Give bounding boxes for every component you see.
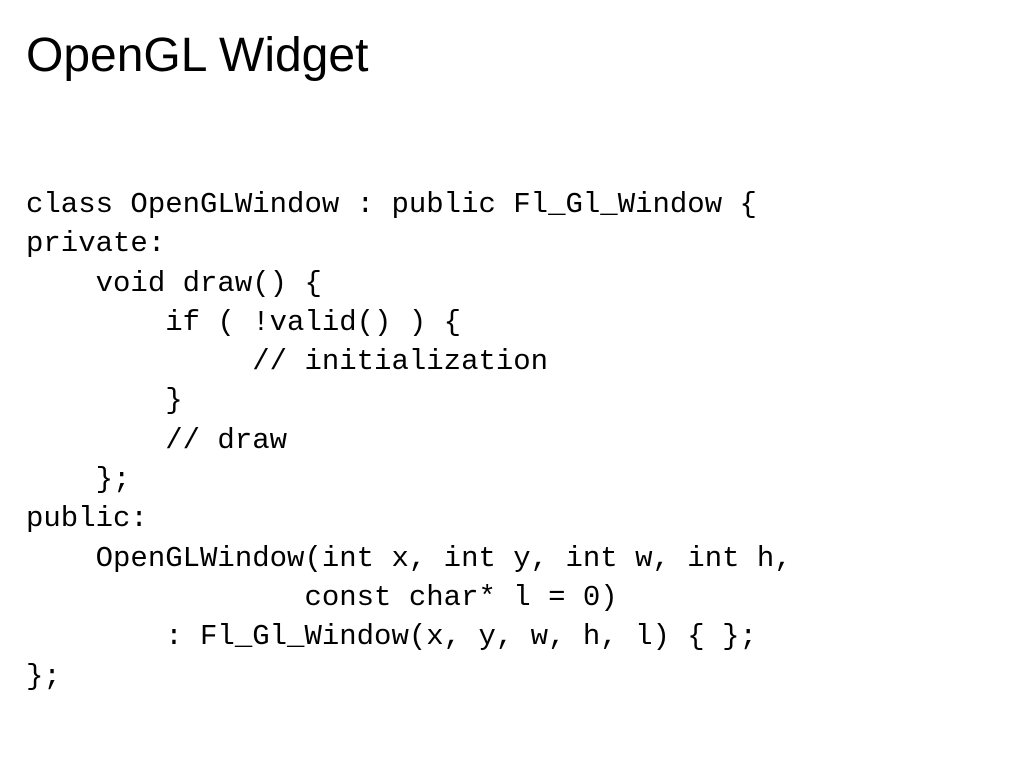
- code-line: };: [26, 659, 61, 693]
- code-line: }: [26, 384, 183, 418]
- code-line: private:: [26, 227, 166, 261]
- code-line: : Fl_Gl_Window(x, y, w, h, l) { };: [26, 620, 757, 654]
- code-line: class OpenGLWindow : public Fl_Gl_Window…: [26, 188, 757, 221]
- code-line: };: [26, 463, 131, 497]
- code-line: // initialization: [26, 345, 549, 379]
- code-block: class OpenGLWindow : public Fl_Gl_Window…: [26, 185, 792, 696]
- code-line: OpenGLWindow(int x, int y, int w, int h,: [26, 541, 792, 575]
- code-line: void draw() {: [26, 266, 322, 300]
- code-line: public:: [26, 502, 148, 536]
- slide-title: OpenGL Widget: [26, 29, 369, 82]
- code-line: const char* l = 0): [26, 580, 618, 614]
- code-line: // draw: [26, 423, 288, 457]
- code-line: if ( !valid() ) {: [26, 305, 462, 339]
